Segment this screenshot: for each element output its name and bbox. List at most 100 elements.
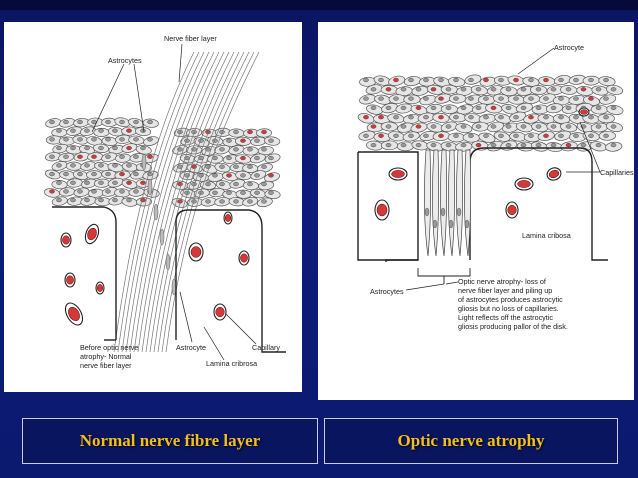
cell-nucleus: [475, 105, 482, 110]
cell-nucleus: [603, 77, 609, 83]
cell-nucleus: [550, 142, 557, 148]
red-blood-cell: [119, 171, 125, 177]
label-capillary: Capillary: [252, 343, 280, 352]
red-blood-cell: [77, 154, 83, 159]
cell-nucleus: [247, 164, 253, 169]
label-description-line3: of astrocytes produces astrocytic: [458, 295, 563, 304]
capillary: [391, 170, 405, 178]
cell-nucleus: [363, 133, 369, 138]
astrocyte-cell: [479, 76, 497, 87]
cell-nucleus: [140, 128, 146, 133]
label-astrocyte: Astrocyte: [176, 343, 206, 352]
cell-nucleus: [558, 115, 564, 120]
cell-nucleus: [56, 163, 62, 168]
cell-nucleus: [226, 190, 232, 195]
cell-nucleus: [385, 105, 392, 110]
cell-nucleus: [610, 87, 617, 92]
leader-line: [405, 283, 445, 291]
cell-nucleus: [119, 119, 125, 125]
cell-nucleus: [77, 189, 83, 194]
red-blood-cell: [438, 133, 444, 138]
cell-nucleus: [498, 133, 504, 138]
gliosis-column: [456, 149, 464, 257]
caption-box-left: Normal nerve fibre layer: [22, 418, 318, 464]
cell-nucleus: [513, 115, 519, 120]
label-description-line6: gliosis producing pallor of the disk.: [458, 322, 568, 331]
cell-nucleus: [483, 96, 489, 101]
column-nucleus: [424, 207, 430, 217]
gliosis-column: [432, 149, 440, 257]
cell-nucleus: [77, 171, 83, 177]
cell-nucleus: [573, 77, 579, 83]
column-nucleus: [464, 219, 470, 229]
normal-nerve-diagram: Nerve fiber layer Astrocytes Astrocyte C…: [4, 22, 302, 392]
fiber-nucleus: [147, 178, 153, 196]
capillary: [548, 169, 560, 179]
red-blood-cell: [438, 115, 444, 120]
lamina-box-left: [357, 152, 418, 261]
label-before-note-line1: Before optic nerve: [80, 343, 139, 352]
cell-nucleus: [543, 96, 549, 101]
red-blood-cell: [126, 145, 132, 151]
cell-nucleus: [247, 181, 253, 187]
red-blood-cell: [490, 105, 497, 110]
red-blood-cell: [363, 115, 369, 120]
cell-nucleus: [119, 189, 125, 194]
cell-nucleus: [423, 133, 429, 138]
cell-nucleus: [520, 105, 527, 110]
cell-nucleus: [535, 142, 542, 148]
cell-nucleus: [105, 137, 111, 142]
cell-nucleus: [400, 142, 407, 148]
red-blood-cell: [140, 180, 146, 185]
cell-nucleus: [400, 124, 407, 129]
lamina-wall-left: [52, 206, 117, 340]
cell-nucleus: [63, 189, 69, 194]
cell-nucleus: [513, 133, 519, 138]
cell-nucleus: [268, 138, 274, 143]
cell-nucleus: [105, 171, 111, 177]
cell-nucleus: [468, 96, 474, 101]
cell-nucleus: [112, 145, 118, 151]
cell-nucleus: [610, 142, 617, 148]
cell-nucleus: [595, 124, 602, 129]
cell-nucleus: [520, 124, 527, 129]
cell-nucleus: [233, 164, 239, 169]
cell-nucleus: [140, 145, 146, 151]
cell-nucleus: [423, 115, 429, 120]
nerve-fiber: [133, 51, 220, 353]
cell-nucleus: [233, 181, 239, 187]
cell-nucleus: [603, 96, 609, 101]
cell-nucleus: [219, 147, 225, 152]
nerve-fiber: [125, 51, 210, 353]
cell-nucleus: [505, 105, 512, 110]
nerve-fiber: [161, 51, 255, 353]
cell-nucleus: [565, 124, 572, 129]
cell-nucleus: [573, 96, 579, 101]
cell-nucleus: [261, 164, 267, 169]
gliosis-column: [464, 149, 472, 257]
cell-nucleus: [468, 115, 474, 120]
cell-nucleus: [63, 137, 69, 142]
capillary: [215, 306, 225, 318]
cell-nucleus: [56, 180, 62, 185]
label-lamina-cribosa: Lamina cribosa: [522, 231, 571, 240]
cell-nucleus: [70, 128, 76, 133]
cell-nucleus: [445, 87, 452, 92]
cell-nucleus: [415, 87, 422, 92]
cell-nucleus: [98, 180, 104, 185]
cell-nucleus: [77, 137, 83, 142]
cell-nucleus: [98, 128, 104, 133]
cell-nucleus: [219, 181, 225, 187]
cell-nucleus: [445, 142, 452, 148]
cell-nucleus: [112, 128, 118, 133]
cell-nucleus: [483, 115, 489, 120]
cell-nucleus: [550, 124, 557, 129]
capillary: [62, 235, 70, 245]
cell-nucleus: [460, 87, 467, 92]
cell-nucleus: [505, 87, 512, 92]
capillary: [87, 227, 97, 241]
capillary: [376, 203, 388, 217]
cell-nucleus: [505, 124, 512, 129]
cell-nucleus: [254, 190, 260, 195]
cell-nucleus: [460, 124, 467, 129]
